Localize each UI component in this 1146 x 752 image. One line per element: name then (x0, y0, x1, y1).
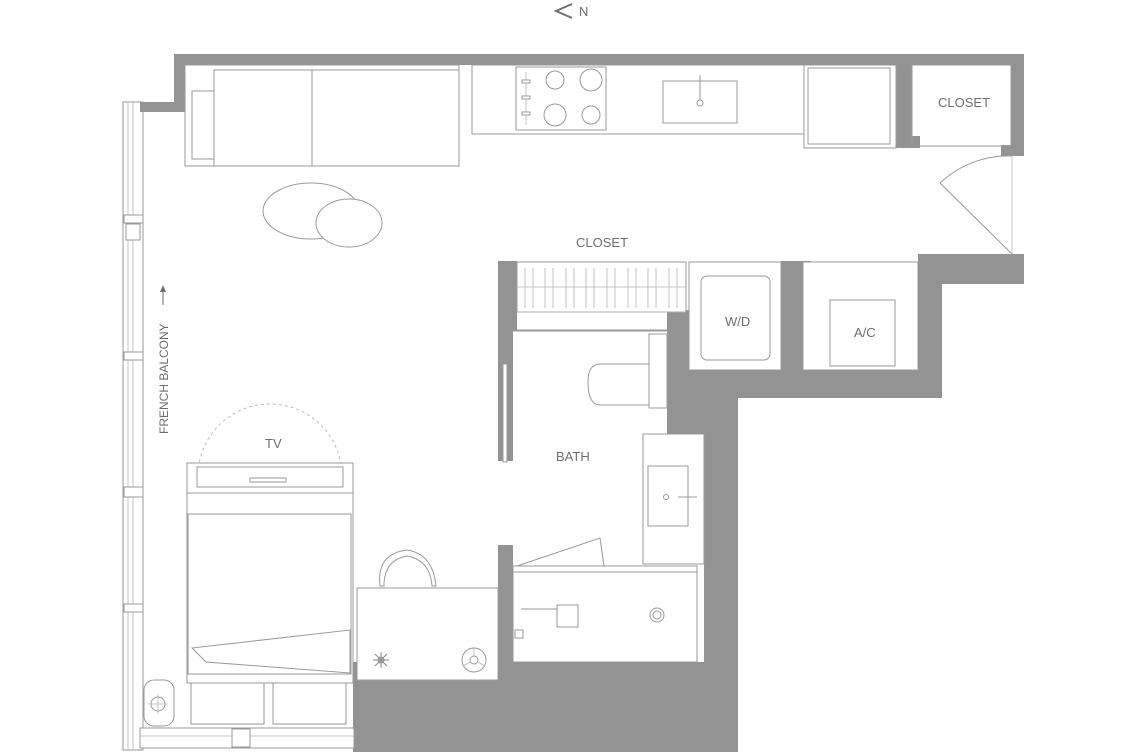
wall-bath-right-mid (689, 398, 738, 434)
coffee-tables (262, 182, 383, 248)
wall-wd-cap (781, 261, 811, 271)
entry-closet: CLOSET (911, 64, 1012, 147)
desk (356, 549, 499, 681)
wall-right-upper (1011, 54, 1024, 156)
wall-step (140, 102, 185, 112)
entry-door (939, 155, 1013, 255)
tv-area: TV (186, 403, 354, 549)
balcony-text: FRENCH BALCONY (157, 323, 171, 434)
tv-label: TV (265, 436, 282, 451)
wall-bath-left-lower (498, 545, 513, 675)
kitchen-counter (471, 64, 897, 149)
ac-unit: A/C (829, 299, 896, 367)
wall-utility-block (667, 310, 689, 435)
bed (186, 492, 354, 725)
french-balcony-rail (122, 101, 355, 751)
toilet-bowl (587, 363, 650, 406)
sofa (184, 64, 460, 167)
wall-top-left (174, 54, 185, 112)
bath-label: BATH (556, 449, 590, 464)
washer-dryer: W/D (700, 275, 771, 361)
walls (140, 54, 1024, 752)
shower-glass-door (516, 537, 605, 567)
ac-label: A/C (854, 325, 876, 340)
toilet-tank (648, 333, 668, 409)
north-label: N (579, 4, 588, 19)
plant-icon (373, 652, 389, 668)
closet-hall-label: CLOSET (576, 235, 628, 250)
wall-closet-bottom-right (1001, 145, 1024, 156)
hall-closet: CLOSET (516, 235, 687, 313)
wall-closet-bottom (896, 136, 920, 148)
shower (512, 565, 698, 663)
wall-wd-right (781, 261, 803, 373)
nightstand (143, 679, 175, 727)
wall-top (174, 54, 1024, 65)
north-arrow: N (553, 3, 588, 19)
north-arrow-icon (553, 3, 573, 19)
wall-bath-bottom-strip (513, 662, 704, 676)
bathroom: BATH (502, 329, 705, 663)
wd-label: W/D (725, 314, 750, 329)
balcony-label: FRENCH BALCONY (157, 285, 171, 434)
balcony-arrow-icon (160, 285, 166, 292)
wall-ac-bottom (689, 370, 942, 398)
lamp-icon (461, 647, 487, 673)
desk-chair (379, 549, 437, 587)
closet-entry-label: CLOSET (938, 95, 990, 110)
bath-pocket-door (502, 363, 508, 463)
wall-closet-left (896, 54, 912, 136)
